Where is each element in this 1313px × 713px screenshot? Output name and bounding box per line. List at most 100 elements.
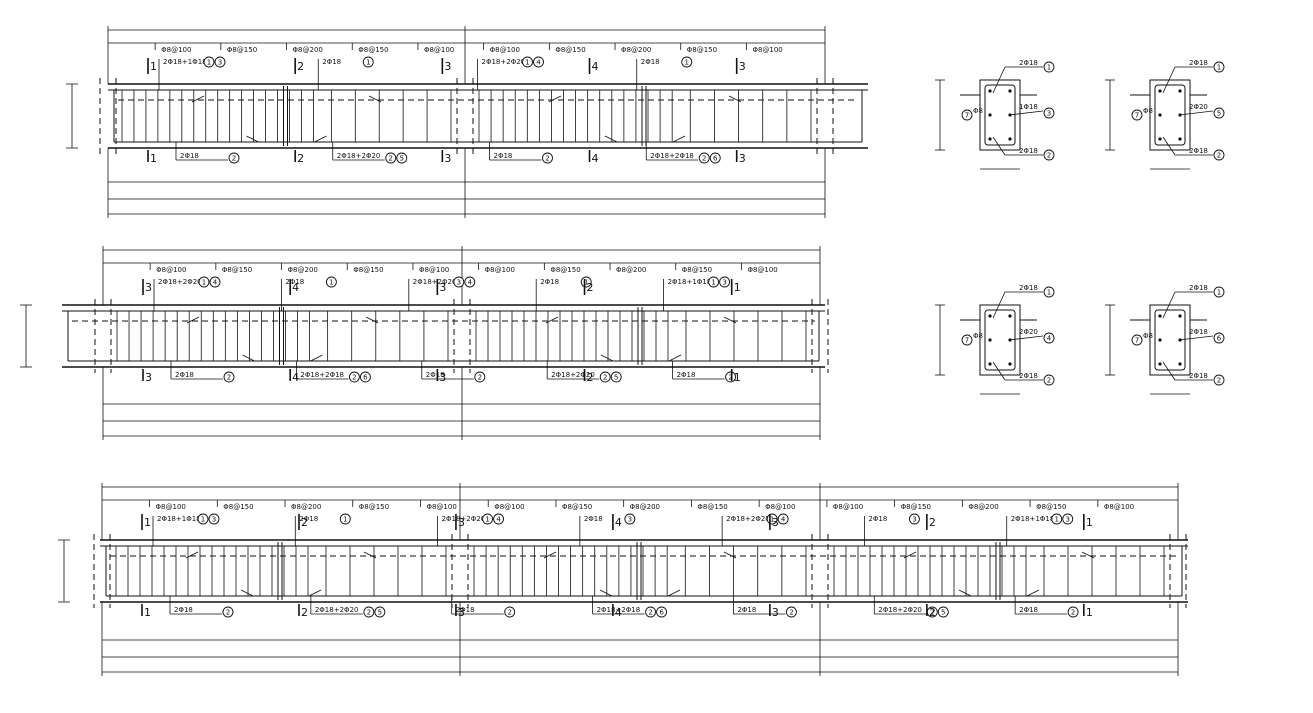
rebar-dot bbox=[1008, 137, 1012, 141]
section-mark: 3 bbox=[772, 516, 779, 529]
top-rebar-label: 2Φ18 bbox=[641, 58, 660, 66]
bend-mark bbox=[600, 354, 614, 362]
section-outline bbox=[1149, 304, 1191, 376]
stirrup-outline bbox=[984, 309, 1016, 371]
rebar-dot bbox=[1178, 137, 1182, 141]
tag-number: 6 bbox=[713, 155, 718, 163]
tag-circle bbox=[1131, 334, 1143, 346]
rebar-dot bbox=[988, 314, 992, 318]
section-mark: 3 bbox=[439, 371, 446, 384]
bend-mark bbox=[599, 589, 613, 597]
tag-number: 1 bbox=[485, 516, 489, 524]
stirrup-spacing-label: Φ8@150 bbox=[697, 503, 727, 511]
tag-number: 2 bbox=[507, 609, 511, 617]
section-mark: 2 bbox=[587, 281, 594, 294]
bend-mark bbox=[545, 316, 559, 324]
stirrup-spacing-label: Φ8@100 bbox=[426, 503, 456, 511]
tag-circle bbox=[198, 276, 210, 288]
top-rebar-label: 2Φ18+2Φ20 bbox=[158, 278, 202, 286]
stirrup-outline bbox=[984, 84, 1016, 146]
tag-number: 4 bbox=[213, 279, 218, 287]
rebar-dot bbox=[1008, 314, 1012, 318]
tag-number: 2 bbox=[1217, 152, 1221, 160]
tag-number: 1 bbox=[1054, 516, 1058, 524]
tag-number: 2 bbox=[352, 374, 356, 382]
section-mid-label: 2Φ20 bbox=[1189, 103, 1208, 111]
tag-number: 4 bbox=[496, 516, 501, 524]
section-mark: 1 bbox=[150, 152, 157, 165]
tag-circle bbox=[197, 513, 209, 525]
tag-circle bbox=[359, 371, 371, 383]
section-outline bbox=[1149, 79, 1191, 151]
leader-line bbox=[1162, 361, 1176, 381]
section-mark: 3 bbox=[772, 606, 779, 619]
bend-mark bbox=[604, 135, 618, 143]
bend-mark bbox=[903, 551, 917, 559]
rebar-dot bbox=[1158, 89, 1162, 93]
stirrup-spacing-label: Φ8@100 bbox=[156, 503, 186, 511]
tag-number: 2 bbox=[930, 609, 934, 617]
tag-number: 4 bbox=[536, 59, 541, 67]
tag-circle bbox=[222, 606, 234, 618]
rebar-dot bbox=[988, 362, 992, 366]
tag-number: 3 bbox=[1047, 110, 1051, 118]
tag-number: 2 bbox=[1071, 609, 1075, 617]
bend-mark bbox=[672, 135, 686, 143]
bend-mark bbox=[365, 316, 379, 324]
top-rebar-label: 2Φ18+1Φ18 bbox=[1011, 515, 1055, 523]
tag-number: 1 bbox=[366, 59, 370, 67]
section-mark: 4 bbox=[292, 281, 299, 294]
bend-mark bbox=[314, 135, 327, 143]
tag-number: 1 bbox=[685, 59, 689, 67]
tag-number: 1 bbox=[770, 516, 774, 524]
stirrup-spacing-label: Φ8@200 bbox=[630, 503, 660, 511]
tag-number: 2 bbox=[226, 609, 230, 617]
bottom-rebar-label: 2Φ18+2Φ20 bbox=[878, 606, 922, 614]
tag-circle bbox=[1043, 149, 1055, 161]
tag-number: 3 bbox=[457, 279, 461, 287]
section-top-label: 2Φ18 bbox=[1019, 59, 1038, 67]
section-mark: 1 bbox=[1086, 606, 1093, 619]
top-rebar-label: 2Φ18+2Φ20 bbox=[726, 515, 770, 523]
stirrup-spacing-label: Φ8@200 bbox=[293, 46, 323, 54]
leader-line bbox=[992, 66, 1006, 94]
tag-number: 6 bbox=[363, 374, 368, 382]
stirrup-spacing-label: Φ8@200 bbox=[968, 503, 998, 511]
top-rebar-label: 2Φ18+2Φ20 bbox=[413, 278, 457, 286]
bend-mark bbox=[242, 354, 255, 362]
rebar-dot bbox=[1178, 362, 1182, 366]
section-top-label: 2Φ18 bbox=[1189, 284, 1208, 292]
bottom-rebar-label: 2Φ18 bbox=[426, 371, 445, 379]
tag-circle bbox=[482, 513, 494, 525]
rebar-dot bbox=[1008, 89, 1012, 93]
section-mark: 2 bbox=[929, 606, 936, 619]
tag-circle bbox=[1043, 286, 1055, 298]
tag-number: 1 bbox=[711, 279, 715, 287]
rebar-dot bbox=[1178, 89, 1182, 93]
tag-number: 7 bbox=[965, 112, 969, 120]
top-rebar-label: 2Φ18+1Φ18 bbox=[163, 58, 207, 66]
tag-circle bbox=[599, 371, 611, 383]
bend-mark bbox=[543, 551, 557, 559]
stirrup-spacing-label: Φ8@150 bbox=[353, 266, 383, 274]
section-mark: 1 bbox=[734, 281, 741, 294]
section-mark: 4 bbox=[615, 606, 622, 619]
top-rebar-label: 2Φ18 bbox=[584, 515, 603, 523]
section-mark: 3 bbox=[444, 152, 451, 165]
tag-number: 1 bbox=[207, 59, 211, 67]
rebar-dot bbox=[988, 137, 992, 141]
bottom-rebar-label: 2Φ18 bbox=[677, 371, 696, 379]
tag-number: 7 bbox=[1135, 112, 1139, 120]
tag-circle bbox=[908, 513, 920, 525]
top-rebar-label: 2Φ18 bbox=[299, 515, 318, 523]
stirrup-spacing-label: Φ8@100 bbox=[494, 503, 524, 511]
section-outline bbox=[979, 79, 1021, 151]
tag-circle bbox=[1051, 513, 1063, 525]
tag-circle bbox=[474, 371, 486, 383]
tag-number: 3 bbox=[628, 516, 632, 524]
tag-circle bbox=[1213, 107, 1225, 119]
